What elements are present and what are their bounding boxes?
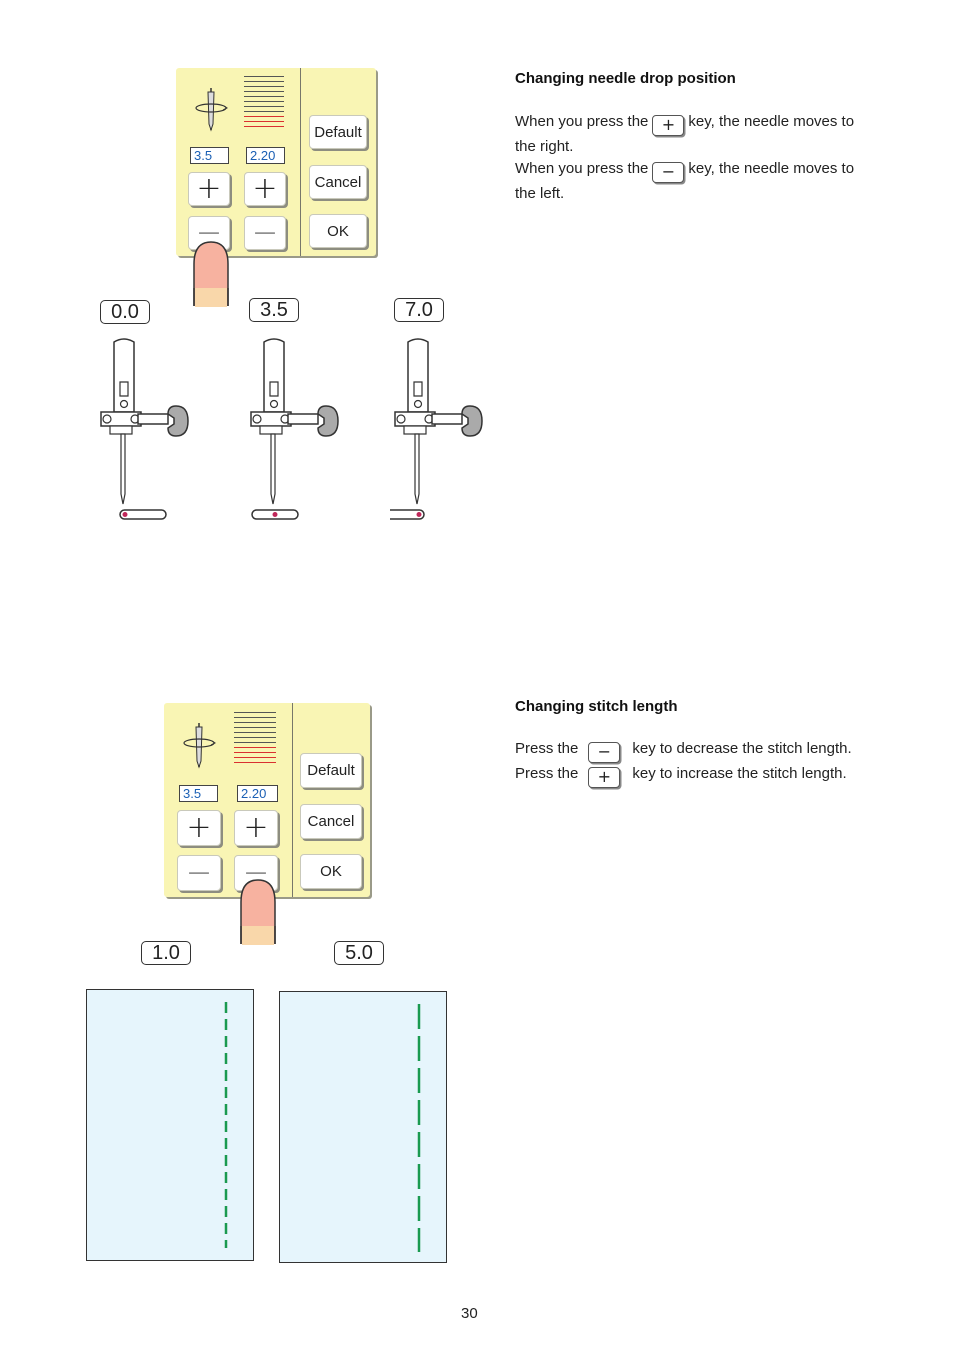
section-heading-stitch-length: Changing stitch length [515, 698, 678, 715]
width-minus-button[interactable]: — [177, 855, 221, 891]
instruction-line: When you press the+key, the needle moves… [515, 113, 855, 136]
length-plus-button[interactable]: + [234, 810, 278, 846]
plus-key-icon: + [652, 115, 685, 136]
length-minus-button[interactable]: — [244, 216, 286, 250]
finger-icon [193, 241, 229, 307]
length-readout: 2.20 [246, 147, 285, 164]
panel-divider [300, 68, 301, 256]
instruction-line: When you press the−key, the needle moves… [515, 159, 855, 183]
width-plus-button[interactable]: + [177, 810, 221, 846]
stitch-line [224, 1002, 228, 1248]
finger-icon [240, 879, 276, 945]
stitch-length-icon [244, 76, 284, 131]
stitch-length-instructions: Press the−key to decrease the stitch len… [515, 738, 905, 788]
width-readout: 3.5 [179, 785, 218, 802]
needle-position-label: 7.0 [394, 298, 444, 322]
needle-width-icon [195, 88, 228, 132]
ok-button[interactable]: OK [300, 854, 362, 889]
instruction-line: the right. [515, 138, 574, 155]
needle-clamp-illustration-right [390, 338, 483, 520]
minus-key-icon: − [588, 742, 621, 763]
instruction-line: the left. [515, 184, 565, 202]
default-button[interactable]: Default [300, 753, 362, 788]
ok-button[interactable]: OK [309, 214, 367, 248]
instruction-line: Press the−key to decrease the stitch len… [515, 740, 852, 763]
stitch-length-label: 5.0 [334, 941, 384, 965]
panel-divider [292, 703, 293, 897]
cancel-button[interactable]: Cancel [309, 165, 367, 199]
fabric-sample-long-stitch [279, 991, 447, 1263]
default-button[interactable]: Default [309, 115, 367, 149]
section-heading-needle-drop: Changing needle drop position [515, 70, 736, 87]
needle-position-label: 0.0 [100, 300, 150, 324]
needle-drop-instructions: When you press the+key, the needle moves… [515, 111, 895, 204]
length-readout: 2.20 [237, 785, 278, 802]
stitch-length-label: 1.0 [141, 941, 191, 965]
length-plus-button[interactable]: + [244, 172, 286, 206]
page-number: 30 [461, 1305, 478, 1322]
fabric-sample-short-stitch [86, 989, 254, 1261]
stitch-line [417, 1004, 421, 1252]
minus-key-icon: − [652, 161, 685, 183]
needle-clamp-illustration-center [250, 338, 339, 520]
stitch-length-lcd-panel: 3.5 2.20 + + — — Default Cancel OK [164, 703, 370, 897]
needle-clamp-illustration-left [100, 338, 189, 520]
needle-position-lcd-panel: 3.5 2.20 + + — — Default Cancel OK [176, 68, 376, 256]
needle-position-label: 3.5 [249, 298, 299, 322]
needle-width-icon [183, 723, 216, 769]
width-readout: 3.5 [190, 147, 229, 164]
cancel-button[interactable]: Cancel [300, 804, 362, 839]
width-plus-button[interactable]: + [188, 172, 230, 206]
plus-key-icon: + [588, 767, 621, 788]
stitch-length-icon [234, 712, 276, 767]
instruction-line: Press the+key to increase the stitch len… [515, 765, 847, 788]
